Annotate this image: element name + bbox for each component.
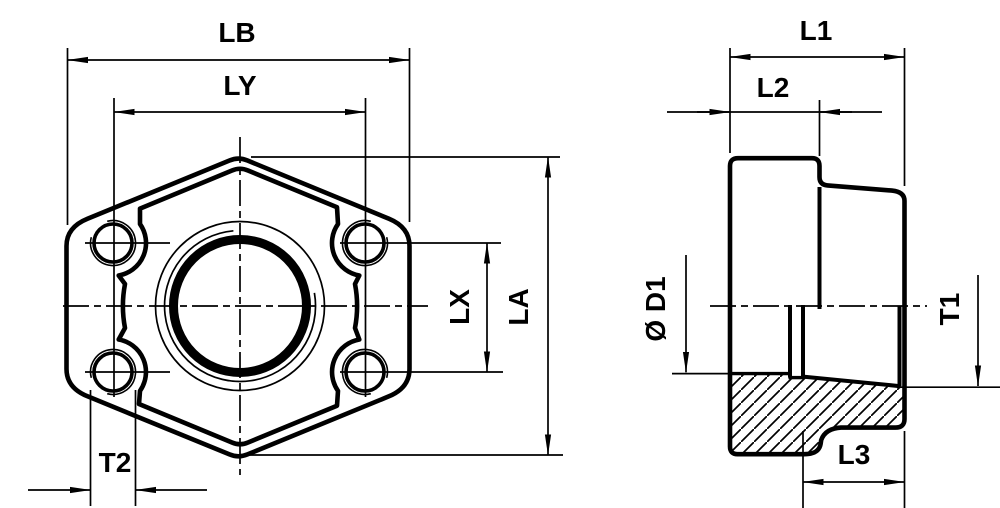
dim-label-t1: T1: [934, 293, 965, 326]
dim-label-la: LA: [503, 288, 534, 325]
bore-ring: [169, 235, 311, 377]
dim-label-lb: LB: [218, 17, 255, 48]
side-outline: [727, 155, 907, 457]
taper-thread-line: [802, 374, 901, 389]
dim-label-d1: Ø D1: [640, 276, 671, 341]
dim-l2: L2: [667, 72, 882, 156]
front-view: LB LY LX LA T2: [28, 17, 563, 506]
side-view: L1 L2 Ø D1 T1 L3: [640, 15, 1000, 508]
dim-label-lx: LX: [444, 289, 475, 325]
dim-la: LA: [240, 156, 563, 456]
dim-label-l1: L1: [800, 15, 833, 46]
dim-ly: LY: [113, 70, 367, 397]
dim-d1: Ø D1: [640, 255, 729, 375]
section-hatch: [730, 374, 905, 454]
dim-lx: LX: [340, 242, 503, 373]
dim-label-ly: LY: [223, 70, 257, 101]
dim-l1: L1: [729, 15, 906, 186]
dim-t1: T1: [897, 275, 1000, 389]
dim-lb: LB: [66, 17, 411, 225]
dim-label-l3: L3: [838, 439, 871, 470]
bolt-hole-lower-left: [85, 348, 170, 396]
bore-boss-circle: [154, 220, 326, 392]
dim-l3: L3: [802, 431, 906, 508]
dim-t2: T2: [28, 390, 207, 506]
bolt-hole-upper-left: [85, 219, 170, 267]
dim-label-t2: T2: [99, 447, 132, 478]
hub-contour: [116, 166, 362, 447]
bore-thread-arc: [163, 229, 317, 383]
dim-label-l2: L2: [757, 72, 790, 103]
